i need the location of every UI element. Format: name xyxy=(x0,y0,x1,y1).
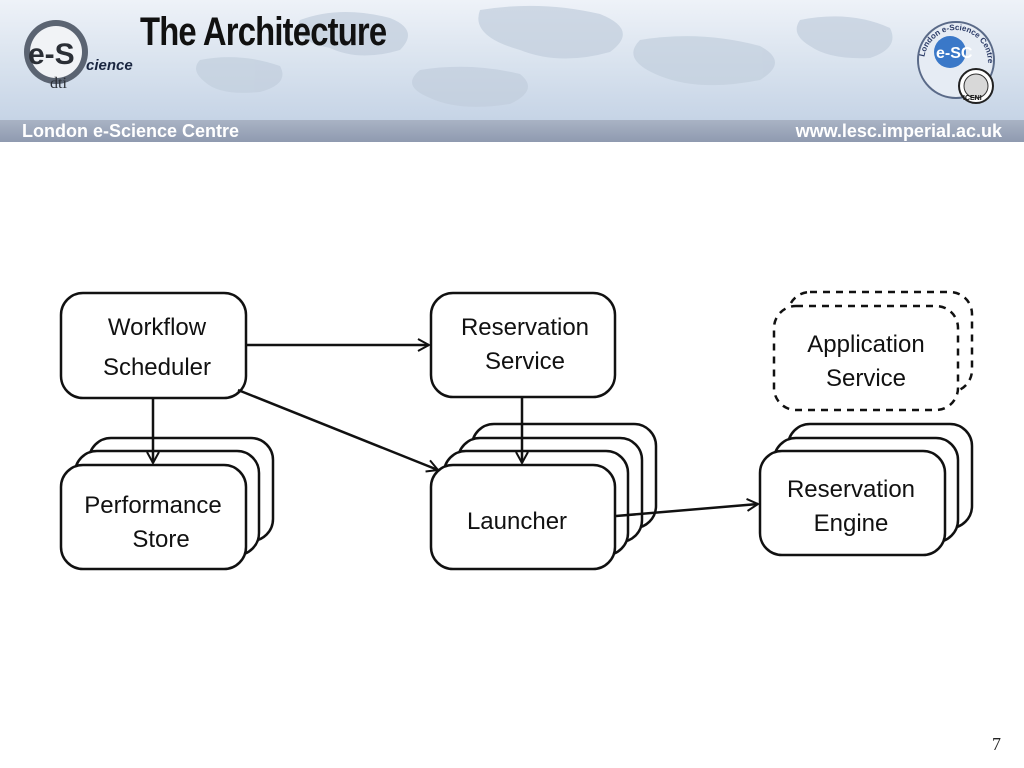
reservation-engine-line2: Engine xyxy=(814,510,889,537)
banner-url: www.lesc.imperial.ac.uk xyxy=(795,121,1002,141)
banner-org-name: London e-Science Centre xyxy=(22,121,240,141)
workflow-scheduler-line2: Scheduler xyxy=(103,354,211,381)
performance-store-line2: Store xyxy=(132,526,189,553)
slide-header: e-S cience dti The Architecture London e… xyxy=(0,0,1024,120)
reservation-service-line1: Reservation xyxy=(461,314,589,341)
node-performance-store: Performance Store xyxy=(59,436,275,571)
logo-right-main: e-SC xyxy=(936,45,973,62)
workflow-scheduler-line1: Workflow xyxy=(108,314,207,341)
world-map-background xyxy=(196,5,893,107)
reservation-service-line2: Service xyxy=(485,348,565,375)
logo-right-badge: ICENI xyxy=(963,95,982,102)
node-launcher: Launcher xyxy=(429,422,658,571)
page-number: 7 xyxy=(992,734,1001,754)
performance-store-line1: Performance xyxy=(84,492,221,519)
logo-left-main: e-S xyxy=(28,38,75,71)
lesc-logo: London e-Science Centre e-SC ICENI xyxy=(910,16,1010,116)
logo-left-sub: dti xyxy=(50,75,67,92)
application-service-line2: Service xyxy=(826,365,906,392)
logo-left-small: cience xyxy=(86,57,133,74)
node-application-service: Application Service xyxy=(772,290,974,412)
application-service-line1: Application xyxy=(807,331,924,358)
slide-title: The Architecture xyxy=(140,10,387,54)
escience-logo: e-S cience dti xyxy=(20,16,145,101)
node-reservation-service: Reservation Service xyxy=(429,291,617,399)
reservation-engine-line1: Reservation xyxy=(787,476,915,503)
edge-scheduler-to-launcher xyxy=(237,388,438,470)
node-reservation-engine: Reservation Engine xyxy=(758,422,974,557)
banner-strip: London e-Science Centre www.lesc.imperia… xyxy=(0,120,1024,142)
launcher-label: Launcher xyxy=(467,508,567,535)
edge-launcher-to-reservation-engine xyxy=(615,504,758,518)
node-workflow-scheduler: Workflow Scheduler xyxy=(59,291,248,400)
